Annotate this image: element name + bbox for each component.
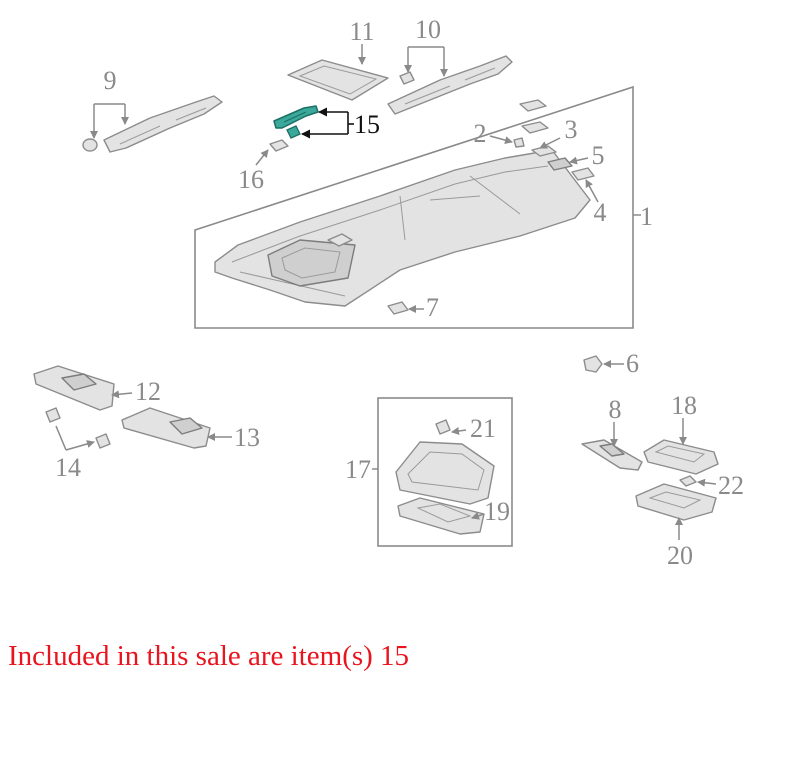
- callout-5: 5: [592, 141, 605, 170]
- callout-19: 19: [484, 497, 510, 526]
- part-18-overhead-light: [643, 439, 719, 475]
- callout-11: 11: [349, 17, 374, 46]
- part-9-side-rail: [82, 95, 223, 153]
- callout-15: 15: [354, 110, 380, 139]
- part-12-sun-visor: [33, 365, 115, 411]
- callout-9: 9: [104, 66, 117, 95]
- part-17-console: [395, 419, 495, 505]
- part-14-visor-holders: [45, 407, 111, 449]
- part-19-lens: [397, 497, 485, 535]
- callout-18: 18: [671, 391, 697, 420]
- callout-1: 1: [640, 202, 653, 231]
- part-6-clip: [583, 355, 603, 373]
- console-frame: [372, 397, 513, 547]
- callout-16: 16: [238, 165, 264, 194]
- callout-3: 3: [565, 115, 578, 144]
- small-clips: [513, 99, 595, 181]
- part-20-lens-cover: [635, 483, 717, 521]
- callout-2: 2: [474, 119, 487, 148]
- parts-diagram: 11 10 9 15 16 2 3: [33, 15, 744, 570]
- part-13-sun-visor: [121, 407, 211, 449]
- part-16-cap: [269, 139, 289, 152]
- headliner-panel: [214, 149, 591, 307]
- callout-20: 20: [667, 541, 693, 570]
- callout-7: 7: [426, 293, 439, 322]
- part-7-clip: [387, 301, 409, 315]
- callout-22: 22: [718, 471, 744, 500]
- sale-caption: Included in this sale are item(s) 15: [8, 640, 410, 672]
- headliner-frame: [194, 85, 641, 329]
- callout-8: 8: [609, 395, 622, 424]
- part-22-bulb: [679, 475, 697, 487]
- part-11-sunroof-frame: [287, 59, 389, 101]
- callout-12: 12: [135, 377, 161, 406]
- callout-14: 14: [55, 453, 81, 482]
- callout-6: 6: [626, 349, 639, 378]
- callout-13: 13: [234, 423, 260, 452]
- part-10-rail: [387, 55, 513, 115]
- callout-17: 17: [345, 455, 371, 484]
- part-8-map-light: [581, 439, 643, 471]
- part-15-grab-handle: [273, 105, 319, 139]
- callout-21: 21: [470, 414, 496, 443]
- callout-10: 10: [415, 15, 441, 44]
- callout-4: 4: [594, 198, 607, 227]
